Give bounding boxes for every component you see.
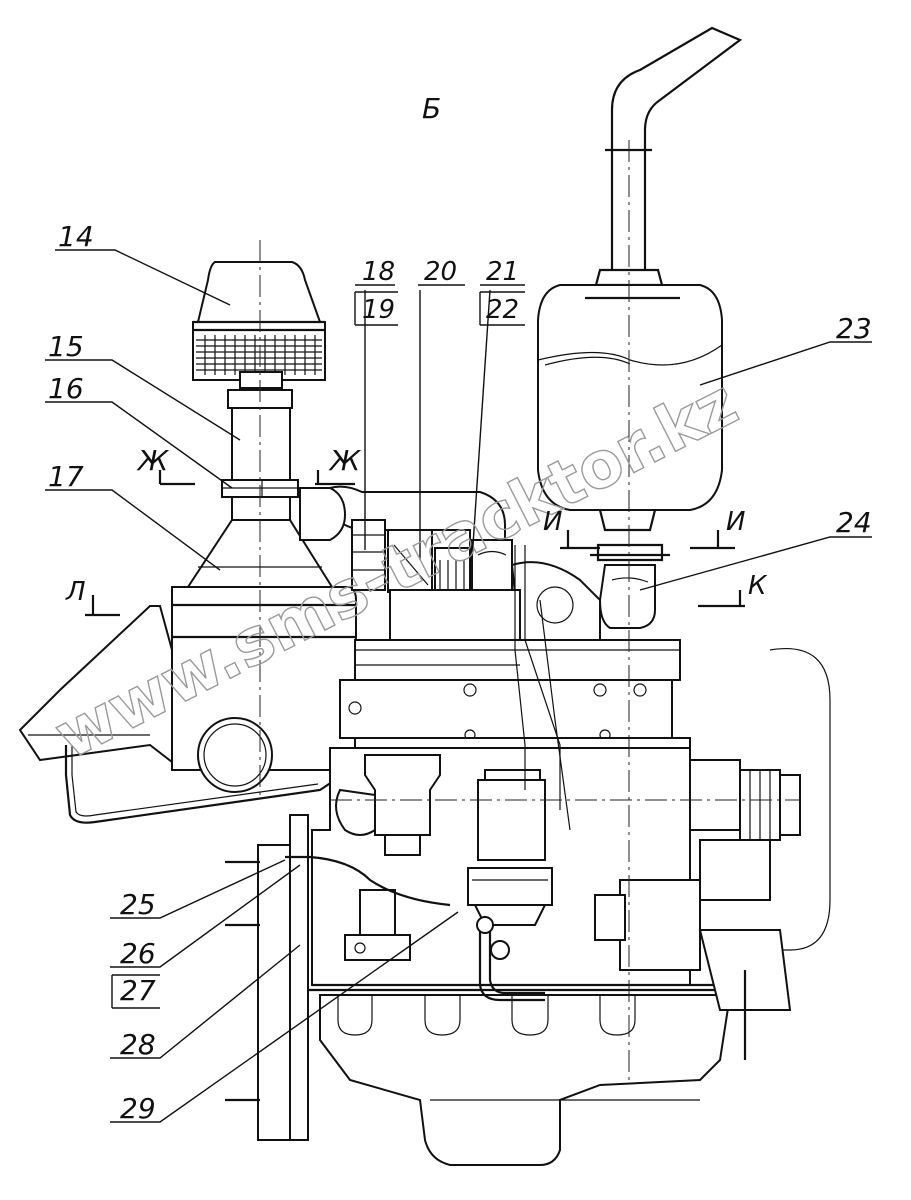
callout-20: 20 [424, 257, 457, 287]
section-mark-i-left: И [543, 507, 562, 537]
section-mark-zh-right: Ж [328, 444, 362, 477]
flywheel-housing [225, 814, 309, 1141]
pipe-lines [285, 545, 571, 1002]
oil-filter [467, 769, 553, 926]
callout-16: 16 [48, 372, 84, 405]
callout-27: 27 [120, 974, 156, 1007]
fuel-filter [335, 754, 441, 856]
turbocharger [389, 561, 601, 641]
pulley [689, 648, 831, 951]
section-mark-k: К [748, 571, 768, 601]
alternator [594, 839, 792, 1060]
muffler [537, 284, 723, 562]
callout-19: 19 [362, 295, 395, 325]
callout-29: 29 [120, 1092, 156, 1125]
callout-24: 24 [836, 506, 872, 539]
exhaust-elbow [590, 553, 670, 629]
section-mark-zh-left: Ж [136, 444, 170, 477]
section-arrows [85, 470, 745, 617]
view-letter: Б [422, 92, 441, 125]
callout-25: 25 [120, 888, 156, 921]
section-mark-i-right: И [726, 507, 745, 537]
callout-15: 15 [48, 330, 84, 363]
callout-17: 17 [48, 460, 84, 493]
water-pump [344, 889, 411, 961]
callout-14: 14 [58, 220, 94, 253]
section-mark-l: Л [65, 577, 86, 607]
exhaust-pipe [594, 26, 743, 287]
callout-28: 28 [120, 1028, 156, 1061]
callout-22: 22 [486, 295, 519, 325]
leader-lines [45, 249, 872, 1123]
callout-26: 26 [120, 937, 156, 970]
callout-23: 23 [836, 312, 872, 345]
callout-18: 18 [362, 257, 395, 287]
callout-21: 21 [486, 257, 519, 287]
